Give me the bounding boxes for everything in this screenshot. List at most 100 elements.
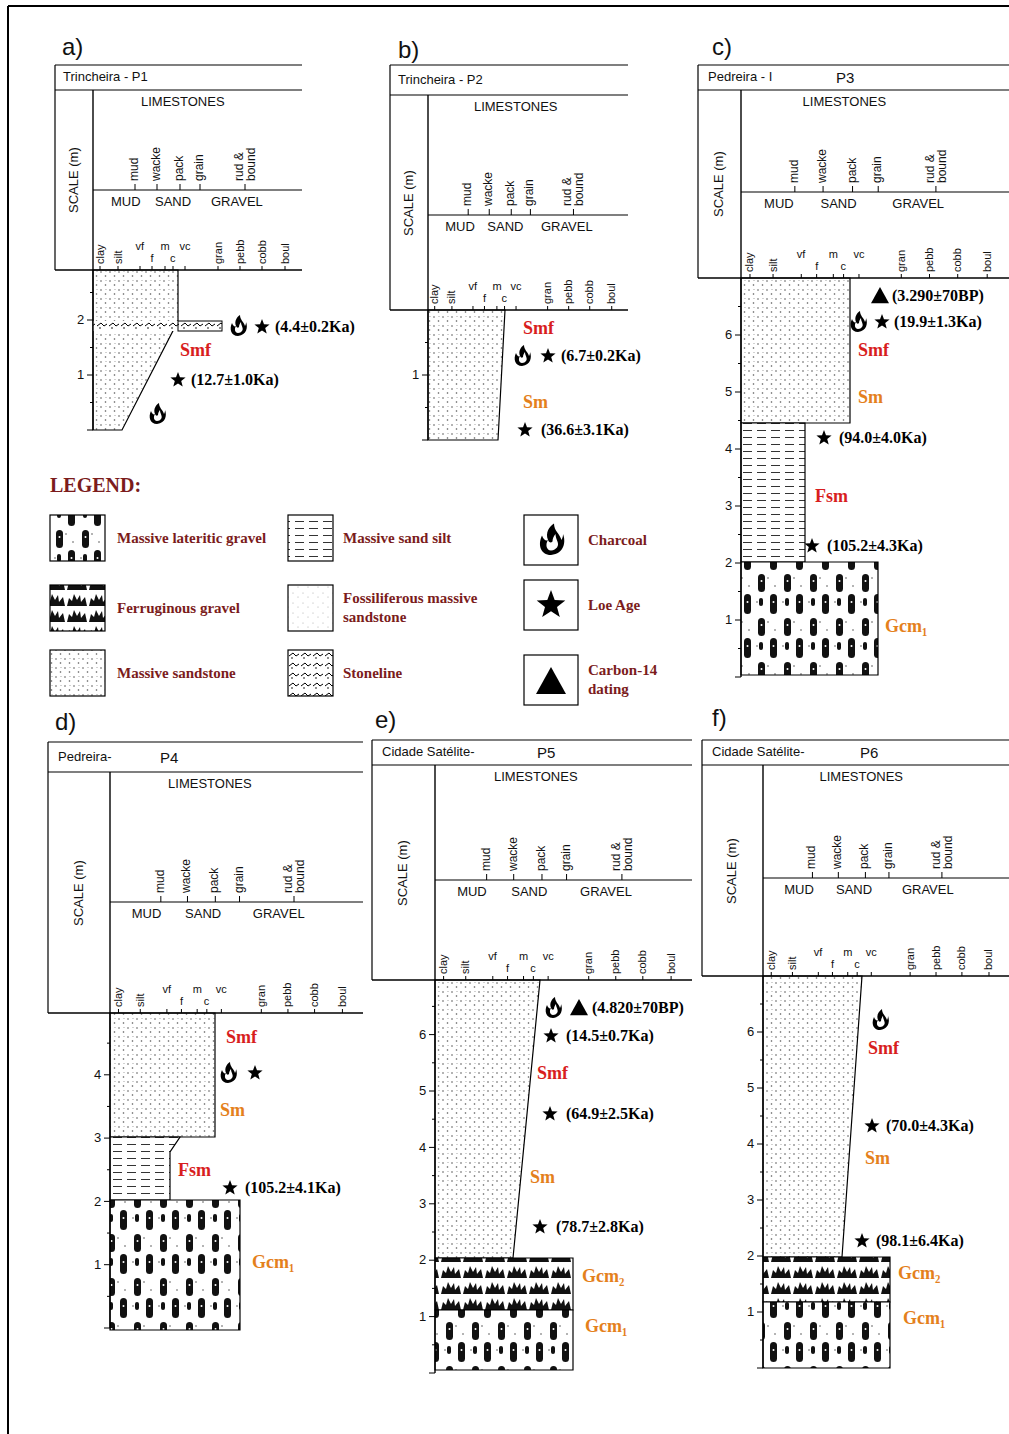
legend-text: Loe Age: [588, 596, 688, 615]
limestone-class: pack: [858, 844, 872, 869]
grain-class: clay: [428, 284, 441, 304]
scale-tick: [735, 506, 741, 507]
grain-class: vf: [136, 240, 145, 253]
class-tick: [140, 266, 141, 270]
class-tick: [615, 976, 616, 980]
frame-line: [93, 189, 302, 190]
frame-line: [390, 94, 628, 95]
facies-code: Smf: [858, 340, 889, 361]
log-title: Trincheira - P1: [63, 70, 148, 85]
scale-tick: [760, 1172, 763, 1173]
frame-line: [701, 740, 702, 976]
age-label: (12.7±1.0Ka): [190, 371, 280, 389]
grain-group-title: MUD: [111, 195, 141, 210]
log-title: P4: [160, 749, 178, 766]
class-tick: [180, 184, 181, 190]
log-title-row: Cidade Satélite-P5: [372, 740, 692, 765]
scale-tick: [422, 375, 428, 376]
scale-tick: [432, 1006, 435, 1007]
age-label: (3.290±70BP): [891, 287, 985, 305]
class-tick: [541, 874, 542, 880]
class-tick: [287, 1009, 288, 1013]
stoneline: [178, 321, 222, 331]
grain-class: gran: [255, 985, 268, 1007]
lithology-unit: [741, 278, 850, 423]
facies-code: Smf: [180, 340, 211, 361]
grain-group-title: SAND: [836, 883, 872, 898]
class-tick: [118, 1009, 119, 1013]
log-title-row: Cidade Satélite-P6: [702, 740, 1009, 765]
scale-number: 2: [419, 1253, 426, 1268]
class-tick: [801, 274, 802, 278]
limestone-class: rud & bound: [282, 849, 306, 893]
frame-line: [55, 269, 302, 270]
frame-line: [372, 979, 692, 980]
limestone-class: rud & bound: [924, 139, 948, 183]
grain-class: f: [506, 962, 509, 975]
facies-code: Smf: [537, 1063, 568, 1084]
scale-tick: [429, 1316, 435, 1317]
legend-text: Massive lateritic gravel: [117, 529, 267, 548]
scale-axis: [740, 90, 741, 677]
luminescence-age-star: [874, 314, 889, 329]
facies-code: Smf: [523, 318, 554, 339]
scale-axis: [427, 95, 428, 440]
facies-code: Gcm₂: [582, 1266, 624, 1287]
scale-tick: [429, 1147, 435, 1148]
legend-swatch: [524, 515, 578, 565]
class-tick: [152, 266, 153, 270]
frame-line: [428, 214, 628, 215]
grain-group-title: SAND: [821, 197, 857, 212]
grain-class: silt: [786, 957, 799, 970]
class-tick: [484, 306, 485, 310]
age-label: (105.2±4.3Ka): [826, 537, 924, 555]
scale-number: 1: [747, 1305, 754, 1320]
limestone-class: wacke: [831, 835, 845, 869]
facies-code: Smf: [868, 1038, 899, 1059]
class-tick: [941, 872, 942, 878]
grain-group-title: GRAVEL: [892, 197, 944, 212]
log-title: P6: [860, 744, 878, 761]
grain-class: m: [843, 946, 852, 959]
scale-tick: [104, 1264, 110, 1265]
grain-class: gran: [582, 952, 595, 974]
luminescence-age-star: [804, 538, 819, 553]
frame-line: [435, 879, 692, 880]
class-tick: [548, 976, 549, 980]
class-tick: [472, 306, 473, 310]
limestone-class: grain: [882, 842, 896, 869]
class-tick: [157, 184, 158, 190]
legend-text: Fossiliferous massive sandstone: [343, 589, 528, 627]
scale-tick: [87, 430, 93, 431]
class-tick: [935, 186, 936, 192]
scale-tick: [757, 1144, 763, 1145]
column-group-title: LIMESTONES: [803, 95, 887, 110]
class-tick: [566, 874, 567, 880]
luminescence-age-star: [247, 1065, 262, 1080]
grain-class: c: [530, 962, 536, 975]
facies-code: Gcm₁: [885, 616, 927, 637]
class-tick: [160, 896, 161, 902]
legend-text: Massive sand silt: [343, 529, 528, 548]
charcoal-symbol: [851, 311, 867, 332]
grain-class: vc: [180, 240, 191, 253]
scale-tick: [432, 1344, 435, 1345]
grain-class: silt: [459, 961, 472, 974]
lithology-unit: [741, 562, 878, 675]
class-tick: [988, 972, 989, 976]
charcoal-symbol: [873, 1009, 889, 1030]
class-tick: [642, 976, 643, 980]
class-tick: [513, 874, 514, 880]
stoneline: [93, 321, 222, 331]
class-tick: [468, 209, 469, 215]
lithology-unit: [428, 310, 505, 440]
lithology-unit: [763, 1257, 890, 1302]
limestone-class: grain: [560, 844, 574, 871]
frame-line: [55, 64, 302, 65]
facies-code: Gcm₁: [252, 1252, 294, 1273]
facies-code: Smf: [226, 1027, 257, 1048]
scale-tick: [87, 320, 93, 321]
grain-class: vc: [511, 280, 522, 293]
class-tick: [262, 266, 263, 270]
class-tick: [523, 976, 524, 980]
